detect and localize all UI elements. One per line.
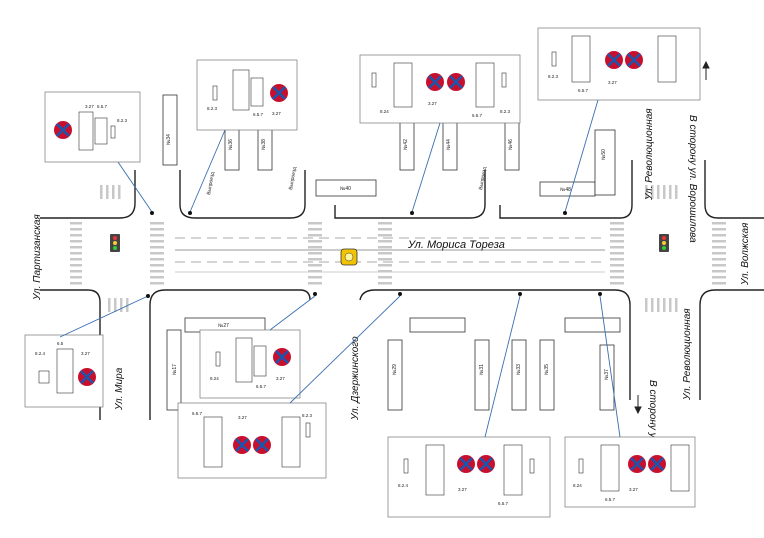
p7-sign-b: 8.2.3 xyxy=(302,413,313,418)
sign-panel-2: 3.27 6.5.7 8.2.3 xyxy=(196,59,298,131)
crosswalk-center-right xyxy=(378,222,392,285)
building-31 xyxy=(387,339,403,411)
buildings-top xyxy=(162,94,616,197)
p7-sign-a: 3.27 xyxy=(238,415,247,420)
signal-yellow-icon xyxy=(340,248,358,266)
crosswalk-mira xyxy=(150,222,164,285)
p4-sign-a: 3.27 xyxy=(608,80,617,85)
sign-panel-6: 3.27 8.24 6.5.7 xyxy=(199,329,301,399)
sign-panel-5: 3.27 8.2.4 6.5 xyxy=(24,334,104,408)
building-label-b12: №17 xyxy=(172,364,178,375)
building-29 xyxy=(409,317,466,333)
building-37 xyxy=(539,339,555,411)
p2-sign-b: 6.5.7 xyxy=(253,112,264,117)
crosswalks xyxy=(70,185,726,312)
building-17 xyxy=(166,329,182,411)
building-label-b8: №48 xyxy=(560,187,571,193)
crosswalk-far-right xyxy=(712,222,726,285)
building-50 xyxy=(594,129,616,196)
p5-sign-c: 6.5 xyxy=(57,341,64,346)
sign-panel-4: 3.27 6.5.7 8.2.3 xyxy=(537,27,701,101)
p5-sign-a: 3.27 xyxy=(81,351,90,356)
building-label-b11: №27 xyxy=(218,323,229,329)
p9-sign-b: 8.24 xyxy=(573,483,582,488)
building-label-b13: №29 xyxy=(392,364,398,375)
p1-sign-c: 8.2.3 xyxy=(117,118,128,123)
p3-sign-b: 8.24 xyxy=(380,109,389,114)
p2-sign-c: 8.2.3 xyxy=(207,106,218,111)
proezd-label-1: Выпроезд xyxy=(206,172,216,196)
p4-sign-b: 6.5.7 xyxy=(578,88,589,93)
main-road xyxy=(40,160,764,420)
p3-sign-d: 6.5.7 xyxy=(472,113,483,118)
building-label-b4: №40 xyxy=(340,186,351,192)
building-label-b3: №38 xyxy=(261,139,267,150)
street-label-mira: Ул. Мира xyxy=(114,367,125,411)
building-label-b5: №42 xyxy=(403,139,409,150)
street-label-revolyutsionnaya-top: Ул. Революционная xyxy=(644,108,655,201)
proezd-label-2: Выпроезд xyxy=(288,167,298,191)
direction-arrows xyxy=(634,60,710,415)
sign-position-markers xyxy=(146,211,602,298)
p7-sign-c: 6.5.7 xyxy=(192,411,203,416)
crosswalk-left xyxy=(70,222,82,285)
crosswalk-right xyxy=(610,222,624,285)
building-label-b9: №50 xyxy=(601,149,607,160)
buildings-bottom xyxy=(166,317,621,411)
building-35 xyxy=(511,339,527,411)
building-label-b17: №37 xyxy=(604,369,610,380)
street-label-revolyutsionnaya-bottom: Ул. Революционная xyxy=(682,308,693,401)
building-33 xyxy=(474,339,490,411)
building-label-b15: №33 xyxy=(516,364,522,375)
street-label-volzhskaya: Ул. Волжская xyxy=(740,222,751,286)
p8-sign-b: 8.2.4 xyxy=(398,483,409,488)
p8-sign-a: 3.27 xyxy=(458,487,467,492)
building-label-b1: №34 xyxy=(166,134,172,145)
building-label-b6: №44 xyxy=(446,139,452,150)
street-label-partizanskaya: Ул. Партизанская xyxy=(32,214,43,301)
p9-sign-a: 3.27 xyxy=(629,487,638,492)
building-40 xyxy=(315,179,377,197)
crosswalk-top-vertical xyxy=(100,185,678,312)
proezd-label-3: Выпроезд xyxy=(478,167,488,191)
p8-sign-c: 6.5.7 xyxy=(498,501,509,506)
p4-sign-c: 8.2.3 xyxy=(548,74,559,79)
building-label-b14: №31 xyxy=(479,364,485,375)
building-label-b7: №46 xyxy=(508,139,514,150)
sign-panel-9: 3.27 8.24 6.5.7 xyxy=(564,436,696,508)
building-label-b2: №36 xyxy=(228,139,234,150)
sign-panel-7: 3.27 8.2.3 6.5.7 xyxy=(177,402,327,479)
sign-panel-8: 3.27 8.2.4 6.5.7 xyxy=(387,436,551,518)
building-label-b16: №35 xyxy=(544,364,550,375)
p5-sign-b: 8.2.4 xyxy=(35,351,46,356)
leader-lines xyxy=(59,99,621,438)
building-34 xyxy=(162,94,178,166)
p3-sign-c: 8.2.3 xyxy=(500,109,511,114)
street-label-dzerzhinskogo: Ул. Дзержинского xyxy=(350,336,361,421)
p1-sign-b: 6.5.7 xyxy=(97,104,108,109)
p2-sign-a: 3.27 xyxy=(272,111,281,116)
traffic-light-right xyxy=(659,234,669,252)
p9-sign-c: 6.5.7 xyxy=(605,497,616,502)
street-label-towards-top: В сторону ул. Ворошилова xyxy=(687,115,698,243)
p6-sign-c: 6.5.7 xyxy=(256,384,267,389)
sign-panel-1: 3.27 6.5.7 8.2.3 xyxy=(44,91,141,163)
traffic-light-left xyxy=(110,234,120,252)
p3-sign-a: 3.27 xyxy=(428,101,437,106)
p6-sign-a: 3.27 xyxy=(276,376,285,381)
crosswalk-center-left xyxy=(308,222,322,285)
building-39 xyxy=(564,317,621,333)
street-label-main: Ул. Мориса Тореза xyxy=(407,239,505,251)
p6-sign-b: 8.24 xyxy=(210,376,219,381)
sign-panel-3: 3.27 8.24 8.2.3 6.5.7 xyxy=(359,54,521,124)
lane-markings xyxy=(175,237,605,273)
p1-sign-a: 3.27 xyxy=(85,104,94,109)
